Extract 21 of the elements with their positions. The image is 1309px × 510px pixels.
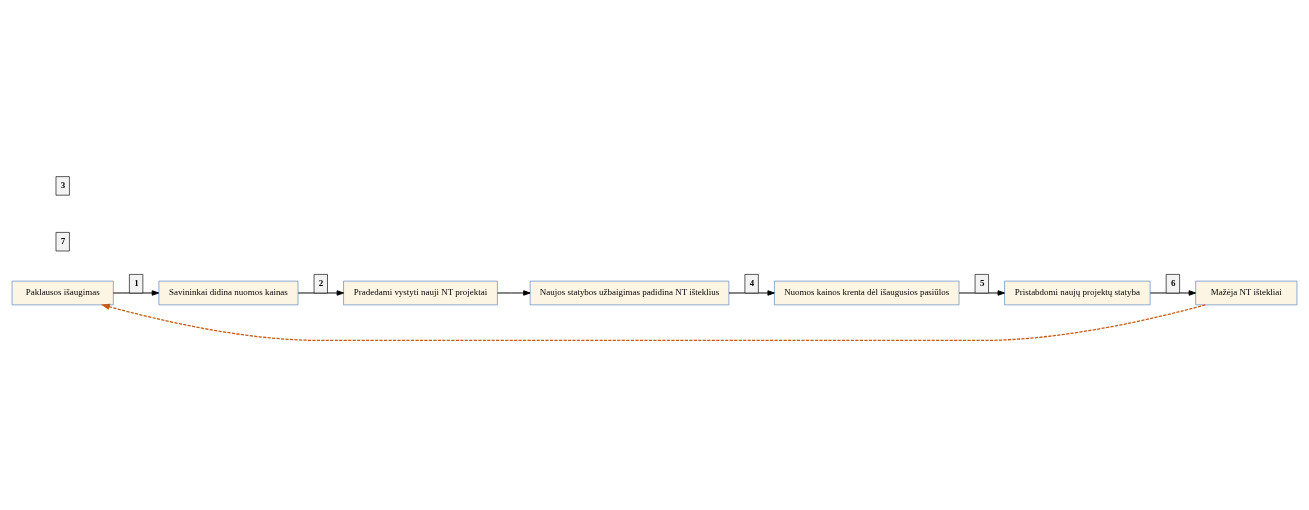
arrow <box>100 303 1206 342</box>
edge-label: 4 <box>749 277 755 288</box>
label: 3 <box>60 179 66 190</box>
node-box: Mažėja NT ištekliai <box>1195 280 1298 306</box>
edge-label: 6 <box>1170 277 1176 288</box>
arrow <box>958 290 1005 296</box>
node-box: Pradedami vystyti nauji NT projektai <box>343 280 498 306</box>
arrow <box>1149 290 1196 296</box>
edge-label: 2 <box>318 277 324 288</box>
label: 7 <box>60 235 66 246</box>
arrow <box>297 290 344 296</box>
node-box: Pristabdomi naujų projektų statyba <box>1004 280 1151 306</box>
node-box: Savininkai didina nuomos kainas <box>158 280 299 306</box>
arrow <box>497 290 531 296</box>
edge-label: 1 <box>134 277 139 288</box>
node-box: Naujos statybos užbaigimas padidina NT išteklius <box>529 280 730 306</box>
edge-label: 5 <box>979 277 985 288</box>
arrow <box>728 290 775 296</box>
node-box: Nuomos kainos krenta dėl išaugusios pasiūlos <box>774 280 960 306</box>
arrow <box>112 290 160 296</box>
node-box: Paklausos išaugimas <box>11 280 114 306</box>
